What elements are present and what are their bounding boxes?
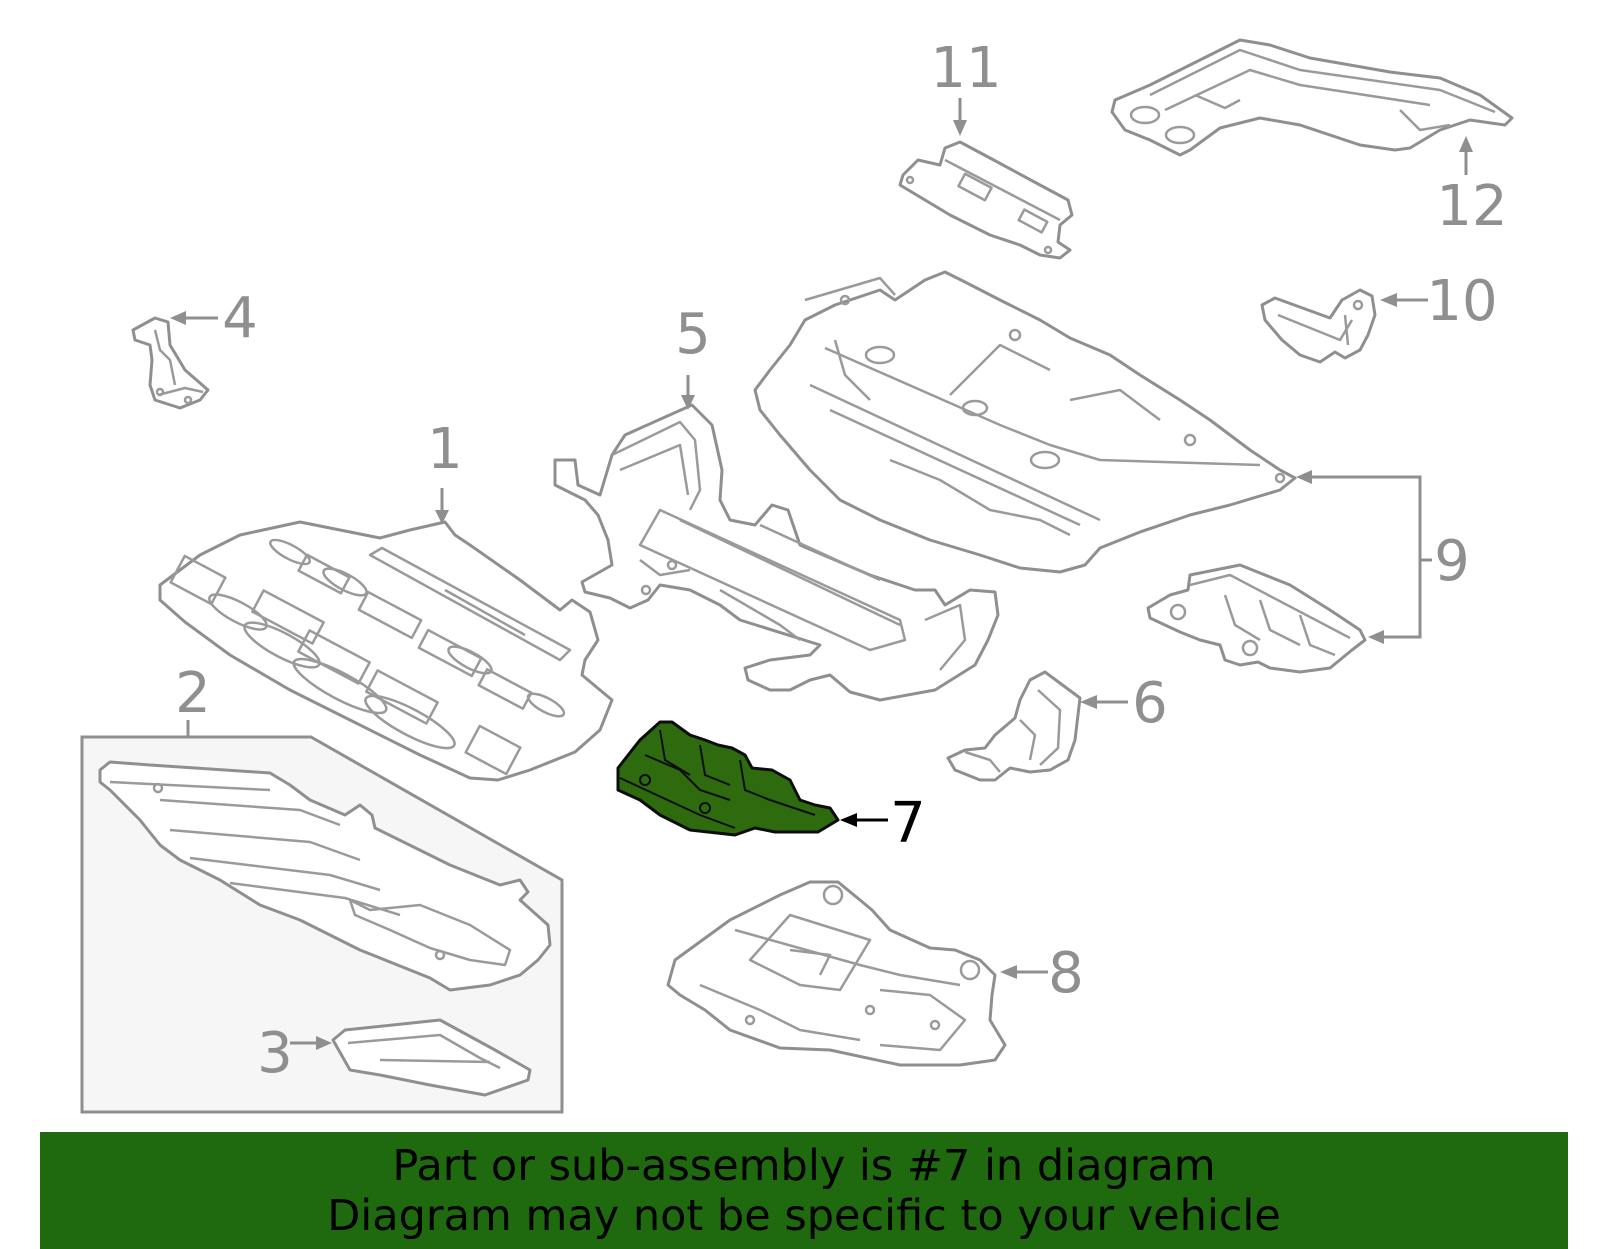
part-8-rear-shield[interactable] (666, 880, 1007, 1067)
arrowhead-1 (435, 510, 449, 524)
part-9-small-shield[interactable] (1146, 563, 1367, 674)
part-10-bracket[interactable] (1260, 288, 1377, 364)
callout-9: 9 (1434, 529, 1470, 594)
arrowhead-7 (840, 813, 857, 827)
banner-line-1: Part or sub-assembly is #7 in diagram (392, 1140, 1216, 1191)
arrowhead-10 (1380, 293, 1397, 307)
arrowhead-6 (1080, 695, 1097, 709)
arrowhead-12 (1459, 136, 1473, 152)
callout-6: 6 (1132, 671, 1168, 736)
callout-12: 12 (1436, 174, 1507, 239)
part-5-center-shield[interactable] (553, 403, 1000, 702)
callout-7: 7 (890, 791, 926, 856)
callout-3: 3 (257, 1021, 293, 1086)
part-3-small-shield[interactable] (331, 1018, 532, 1097)
part-2-lower-shield[interactable] (98, 760, 552, 992)
callout-2: 2 (175, 661, 211, 726)
part-11-bracket[interactable] (898, 140, 1074, 260)
callout-10: 10 (1426, 269, 1497, 334)
arrowhead-4 (170, 311, 186, 325)
callout-1: 1 (427, 417, 463, 482)
callout-4: 4 (222, 286, 258, 351)
parts-diagram: 1 2 3 4 5 6 7 8 9 10 11 12 (80, 36, 1514, 1114)
arrowhead-9b (1368, 630, 1384, 644)
part-7-highlighted-bracket[interactable] (616, 720, 840, 837)
part-4-bracket[interactable] (131, 316, 210, 410)
arrowhead-5 (681, 395, 695, 410)
leader-9 (1312, 475, 1422, 639)
arrowhead-11 (953, 120, 967, 136)
callout-5: 5 (675, 302, 711, 367)
arrowhead-9a (1296, 470, 1312, 484)
part-12-crossmember[interactable] (1110, 38, 1514, 157)
callout-8: 8 (1048, 941, 1084, 1006)
banner-line-2: Diagram may not be specific to your vehi… (327, 1190, 1281, 1241)
part-6-bracket[interactable] (946, 670, 1082, 782)
arrowhead-8 (1000, 965, 1017, 979)
part-1-skid-plate[interactable] (158, 520, 614, 782)
part-9-rear-underbody-shield[interactable] (753, 270, 1297, 574)
info-banner: Part or sub-assembly is #7 in diagram Di… (40, 1132, 1568, 1249)
callout-11: 11 (930, 36, 1001, 101)
arrowhead-3 (316, 1036, 332, 1050)
